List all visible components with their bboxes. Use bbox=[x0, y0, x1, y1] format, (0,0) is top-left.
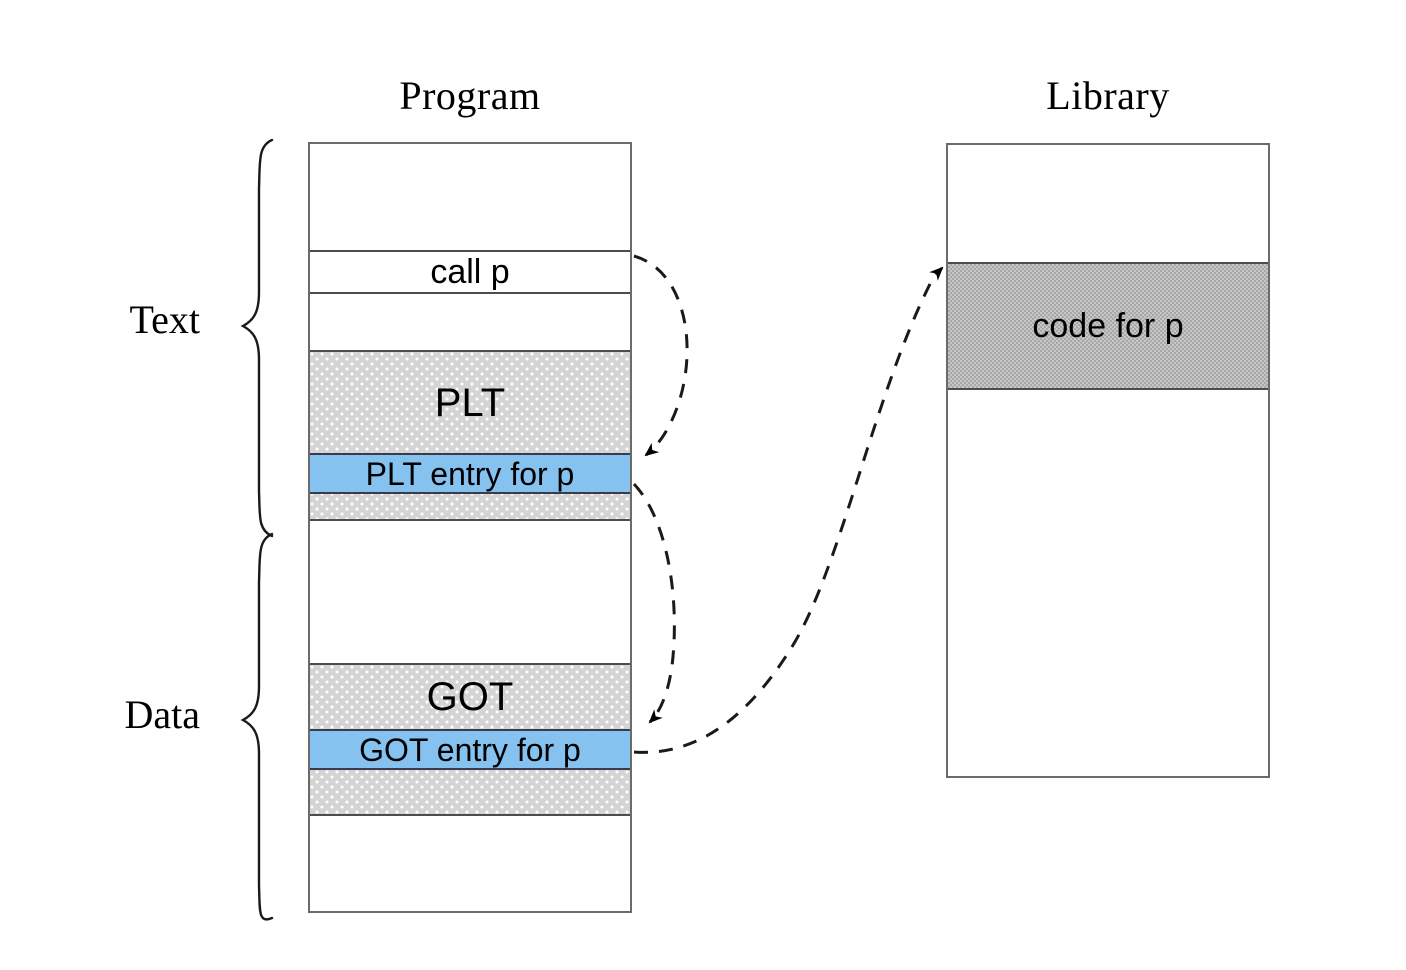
row-code-for-p-label: code for p bbox=[1032, 307, 1184, 345]
plt-section: PLT PLT entry for p bbox=[310, 350, 630, 521]
row-plt-entry-label: PLT entry for p bbox=[365, 455, 575, 492]
text-segment-brace bbox=[240, 138, 274, 538]
arrow-plt-entry-to-got-entry bbox=[632, 482, 676, 724]
program-column-title: Program bbox=[399, 73, 541, 118]
row-plt-title: PLT bbox=[310, 352, 630, 453]
row-got-entry-for-p: GOT entry for p bbox=[310, 729, 630, 770]
row-call-p-label: call p bbox=[430, 253, 510, 291]
data-segment-label: Data bbox=[124, 692, 200, 737]
row-code-for-p: code for p bbox=[948, 262, 1268, 390]
row-got-title: GOT bbox=[310, 665, 630, 729]
row-plt-entry-for-p: PLT entry for p bbox=[310, 453, 630, 494]
data-segment-brace bbox=[240, 532, 274, 921]
arrow-call-p-to-plt-entry bbox=[633, 254, 689, 457]
library-column-title: Library bbox=[1046, 73, 1170, 118]
row-plt-title-label: PLT bbox=[434, 380, 506, 425]
row-call-p: call p bbox=[310, 250, 630, 294]
program-memory-box: call p PLT PLT entry for p GOT GOT entry… bbox=[308, 142, 632, 913]
text-segment-label: Text bbox=[129, 297, 200, 342]
row-got-entry-label: GOT entry for p bbox=[359, 731, 581, 768]
got-section: GOT GOT entry for p bbox=[310, 663, 630, 816]
row-got-title-label: GOT bbox=[426, 675, 514, 719]
arrow-got-entry-to-library-code bbox=[633, 266, 944, 754]
library-memory-box: code for p bbox=[946, 143, 1270, 778]
